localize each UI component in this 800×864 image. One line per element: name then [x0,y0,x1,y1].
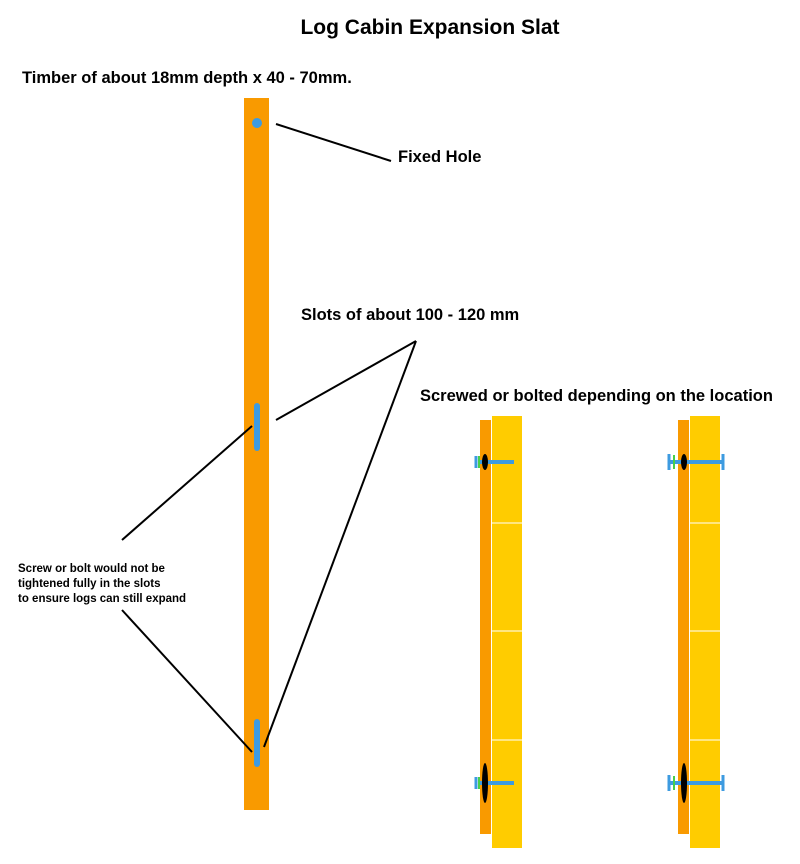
leader-note-bottom [121,609,253,753]
leader-slots-middle [275,340,417,421]
timber-size-label: Timber of about 18mm depth x 40 - 70mm. [22,69,352,87]
fixed-hole [252,118,262,128]
note-line-2: tightened fully in the slots [18,578,161,590]
bolted-assembly [667,416,725,848]
slots-label: Slots of about 100 - 120 mm [301,306,520,324]
bolt-slot-mark-bottom [681,763,687,803]
slat-side-view [678,420,689,834]
screw-slot-mark-top [482,454,488,470]
slot-tightening-note: Screw or bolt would not be tightened ful… [18,562,186,607]
leader-note-middle [121,425,253,541]
bolt-slot-mark-top [681,454,687,470]
fixed-hole-label: Fixed Hole [398,148,482,166]
screw-slot-mark-bottom [482,763,488,803]
leader-fixed-hole [275,123,392,162]
slat-side-view [480,420,491,834]
screwed-bolted-label: Screwed or bolted depending on the locat… [420,387,773,405]
leader-lines [121,123,417,753]
log-stack [690,416,720,848]
diagram-title: Log Cabin Expansion Slat [300,16,560,39]
log-stack [492,416,522,848]
screwed-assembly [474,416,522,848]
leader-slots-bottom [263,340,417,748]
main-slat [244,98,269,810]
note-line-3: to ensure logs can still expand [18,593,187,605]
note-line-1: Screw or bolt would not be [18,563,165,575]
